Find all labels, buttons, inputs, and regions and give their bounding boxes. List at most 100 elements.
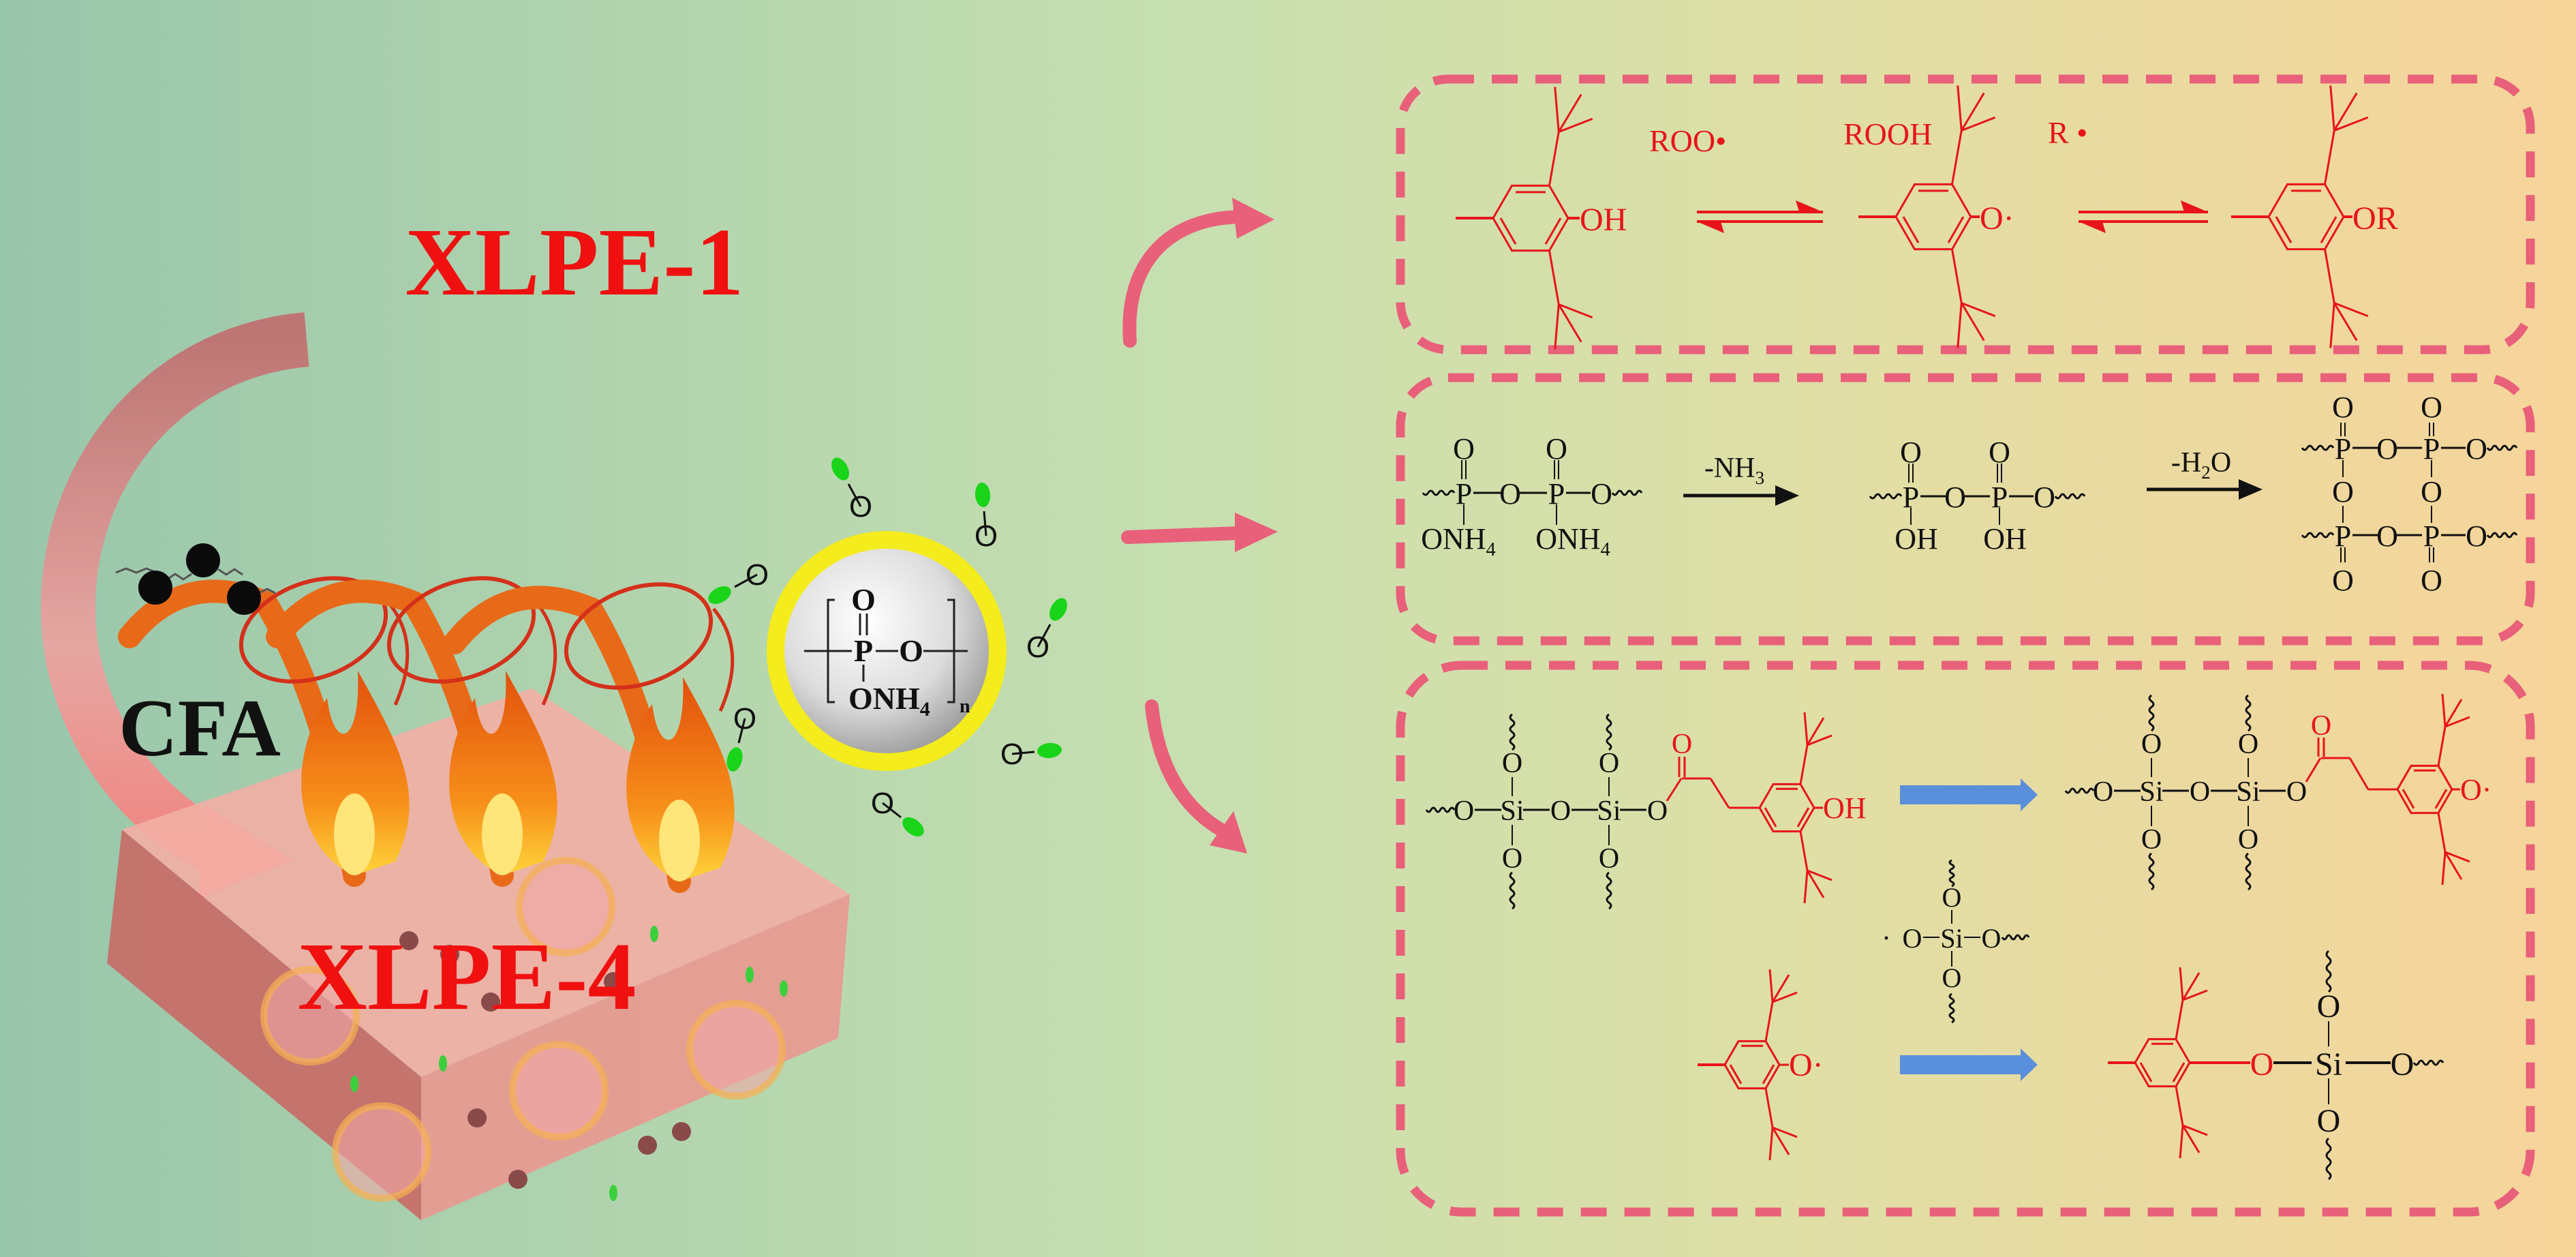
bond bbox=[1558, 117, 1593, 133]
radical-dot: · bbox=[1882, 923, 1891, 954]
particle-atom-o: O bbox=[851, 582, 876, 617]
bond bbox=[1961, 302, 1996, 318]
cfa-ball bbox=[138, 571, 172, 605]
atom-o: O bbox=[1647, 796, 1668, 827]
bond bbox=[2329, 85, 2335, 131]
atom-o: O bbox=[2238, 824, 2258, 855]
onh-text: ONH bbox=[848, 681, 920, 716]
atom-o: O bbox=[1454, 796, 1474, 827]
cfa-ball bbox=[186, 543, 220, 577]
polymer-bead bbox=[440, 945, 459, 964]
polymer-bead bbox=[467, 1108, 487, 1127]
particle-onh4: ONH4 bbox=[848, 681, 930, 721]
cfa-ball bbox=[227, 581, 261, 615]
bond bbox=[1807, 869, 1833, 881]
flame-swirl bbox=[387, 601, 410, 706]
flame bbox=[301, 671, 410, 875]
arrowhead bbox=[1697, 222, 1724, 233]
bond bbox=[2324, 130, 2335, 185]
bond bbox=[1764, 1088, 1774, 1128]
atom-o: O bbox=[2250, 1046, 2274, 1082]
bond bbox=[1771, 1127, 1790, 1155]
atom-o: O bbox=[2311, 710, 2331, 742]
bond bbox=[1499, 217, 1517, 245]
linker-bond bbox=[734, 573, 758, 588]
label-minus-nh3: -NH3 bbox=[1704, 453, 1764, 488]
silane-leaf bbox=[831, 457, 849, 481]
wavy-bond bbox=[1611, 489, 1643, 496]
silane-leaf bbox=[609, 1185, 617, 1201]
silane-leaf bbox=[1049, 598, 1067, 621]
atom-p: P bbox=[2335, 519, 2351, 553]
flame-core bbox=[482, 793, 523, 875]
bond bbox=[1729, 1064, 1743, 1085]
reaction-arrow-blue bbox=[1900, 1048, 2038, 1081]
panel-silica-radical bbox=[1396, 661, 2535, 1217]
atom-o: O bbox=[2421, 564, 2442, 597]
atom-o: O bbox=[1026, 631, 1049, 664]
subscript: 4 bbox=[1601, 539, 1610, 560]
bond bbox=[2175, 999, 2184, 1040]
bond bbox=[1548, 250, 1560, 305]
embedded-app-particle bbox=[332, 1102, 431, 1202]
label-phenoxy-radical: O· bbox=[2460, 773, 2491, 806]
silane-leaf bbox=[726, 747, 743, 772]
atom-o: O bbox=[733, 702, 756, 736]
bond bbox=[1947, 216, 1965, 243]
pointer-arrowheads bbox=[1210, 198, 1278, 853]
bond bbox=[2172, 1062, 2186, 1082]
atom-si: Si bbox=[1940, 923, 1963, 954]
atom-o: O bbox=[2332, 391, 2354, 424]
bond bbox=[2333, 116, 2369, 132]
bond bbox=[2333, 302, 2358, 342]
bond bbox=[2182, 1124, 2208, 1136]
bond bbox=[2324, 249, 2335, 303]
subscript: 4 bbox=[1486, 539, 1496, 560]
flame-core bbox=[334, 793, 375, 875]
label-cfa: CFA bbox=[119, 682, 281, 773]
label-or: OR bbox=[2352, 200, 2398, 237]
embedded-app-particle bbox=[260, 966, 360, 1065]
atom-o: O bbox=[849, 490, 872, 524]
wavy-bond bbox=[1606, 871, 1612, 910]
wavy-bond bbox=[2412, 1059, 2444, 1066]
wavy-bond bbox=[2064, 787, 2095, 794]
bond bbox=[1961, 116, 1996, 132]
atom-o: O bbox=[2141, 729, 2162, 760]
bond bbox=[1548, 132, 1560, 186]
atom-o: O bbox=[2093, 776, 2113, 808]
polymer-bead bbox=[481, 993, 500, 1012]
wavy-bond bbox=[1948, 993, 1955, 1024]
atom-o: O bbox=[2317, 988, 2341, 1025]
atom-o: O bbox=[2332, 564, 2354, 597]
bond bbox=[1799, 831, 1809, 871]
bond bbox=[2444, 699, 2463, 727]
text-part: O bbox=[2211, 447, 2231, 479]
arrowhead bbox=[2079, 222, 2106, 233]
bond bbox=[2437, 813, 2447, 853]
block-front-face bbox=[421, 894, 850, 1220]
flame-swirl bbox=[564, 582, 714, 690]
atom-o: O bbox=[2317, 1103, 2341, 1139]
polymer-bead bbox=[604, 972, 623, 991]
wavy-bond bbox=[2325, 950, 2332, 993]
bond bbox=[1768, 969, 1774, 1003]
pointer-arrows bbox=[1121, 210, 1247, 840]
atom-si: Si bbox=[2139, 776, 2163, 808]
atom-si: Si bbox=[1500, 796, 1524, 827]
bond bbox=[1803, 712, 1809, 746]
silane-leaf bbox=[1037, 742, 1062, 759]
bond bbox=[2402, 789, 2415, 809]
wavy-bond bbox=[2148, 694, 2155, 732]
label-oh: OH bbox=[1983, 522, 2027, 556]
wavy-bond bbox=[1869, 493, 1903, 500]
bond bbox=[1960, 302, 1985, 342]
bond bbox=[1557, 303, 1582, 343]
bond bbox=[2444, 851, 2470, 863]
bond bbox=[2179, 1125, 2184, 1159]
bond bbox=[1803, 870, 1809, 904]
bond bbox=[1554, 304, 1560, 350]
bond bbox=[2437, 726, 2447, 766]
